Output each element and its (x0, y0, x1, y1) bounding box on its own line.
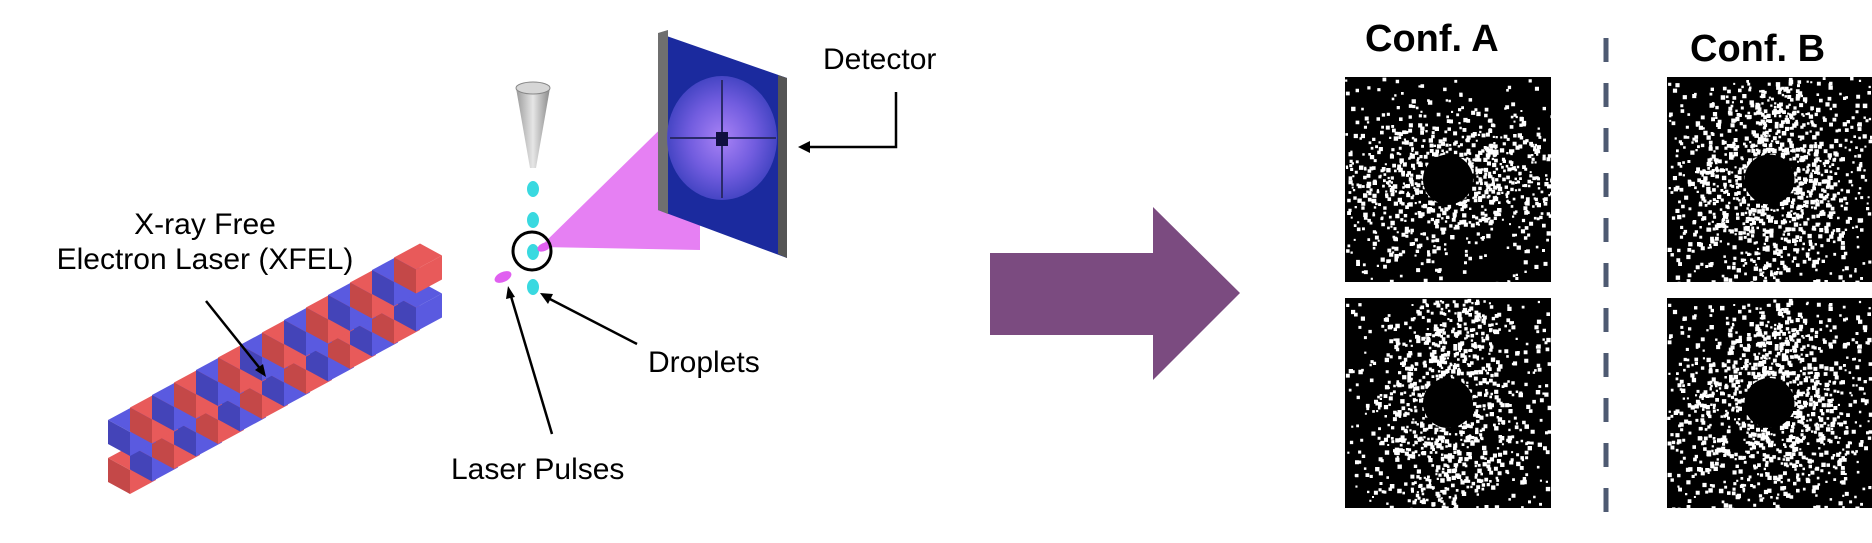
magnet-block-side (240, 345, 262, 381)
droplet (527, 244, 539, 260)
magnet-block-side (152, 433, 174, 469)
beamstop (1423, 378, 1473, 428)
pattern-conf-a-1 (1345, 77, 1551, 282)
magnet-block-side (284, 320, 306, 356)
droplets-label: Droplets (648, 346, 760, 379)
pattern-conf-b-1 (1667, 77, 1872, 282)
detector-panel (658, 30, 787, 258)
pattern-conf-a-2 (1345, 298, 1551, 508)
annotation-arrows (205, 92, 898, 435)
droplet (527, 279, 539, 295)
droplet (527, 181, 539, 197)
magnet-block-side (328, 295, 350, 331)
laser-pulses-label: Laser Pulses (451, 453, 625, 486)
injector-nozzle-icon (515, 81, 551, 168)
pattern-conf-b-2 (1667, 298, 1872, 508)
magnet-block-side (328, 333, 350, 369)
magnet-block (394, 243, 442, 270)
magnet-block-side (262, 370, 284, 407)
process-arrow (990, 207, 1240, 380)
magnet-block-side (350, 282, 372, 319)
magnet-block-side (196, 370, 218, 406)
magnet-block-side (394, 257, 416, 294)
magnet-block-side (306, 345, 328, 382)
beamstop (1423, 154, 1473, 205)
magnet-block-side (284, 358, 306, 394)
magnet-block-side (108, 420, 130, 456)
interaction-region-circle (511, 230, 553, 272)
magnet-block-side (306, 307, 328, 344)
xfel-label: X-ray Free Electron Laser (XFEL) (40, 208, 370, 277)
magnet-block (394, 281, 442, 308)
magnet-block-side (108, 458, 130, 494)
magnet-block-side (350, 320, 372, 357)
beamstop (1744, 154, 1795, 205)
magnet-block-side (262, 332, 284, 369)
magnet-block-side (152, 395, 174, 431)
beamstop (1744, 378, 1795, 428)
droplet (527, 212, 539, 228)
xfel-label-line1: X-ray Free (134, 208, 276, 241)
diffraction-patterns (1345, 77, 1872, 508)
conf-a-title: Conf. A (1365, 18, 1499, 60)
magnet-block-side (372, 270, 394, 306)
magnet-block-side (174, 420, 196, 457)
magnet-block-side (196, 408, 218, 444)
magnet-block-side (218, 395, 240, 432)
magnet-block-side (240, 383, 262, 419)
magnet-block-side (394, 295, 416, 332)
conf-b-title: Conf. B (1690, 28, 1826, 70)
magnet-block-side (130, 407, 152, 444)
undulator-magnets (108, 243, 442, 494)
detector-label: Detector (823, 43, 937, 76)
magnet-block-side (372, 308, 394, 344)
magnet-block-side (130, 445, 152, 482)
xfel-label-line2: Electron Laser (XFEL) (56, 242, 354, 276)
laser-pulses (494, 242, 551, 283)
magnet-block-side (218, 357, 240, 394)
droplet-stream (527, 181, 539, 295)
magnet-block-side (174, 382, 196, 419)
magnet-block-front (416, 293, 442, 332)
magnet-block-front (416, 255, 442, 294)
